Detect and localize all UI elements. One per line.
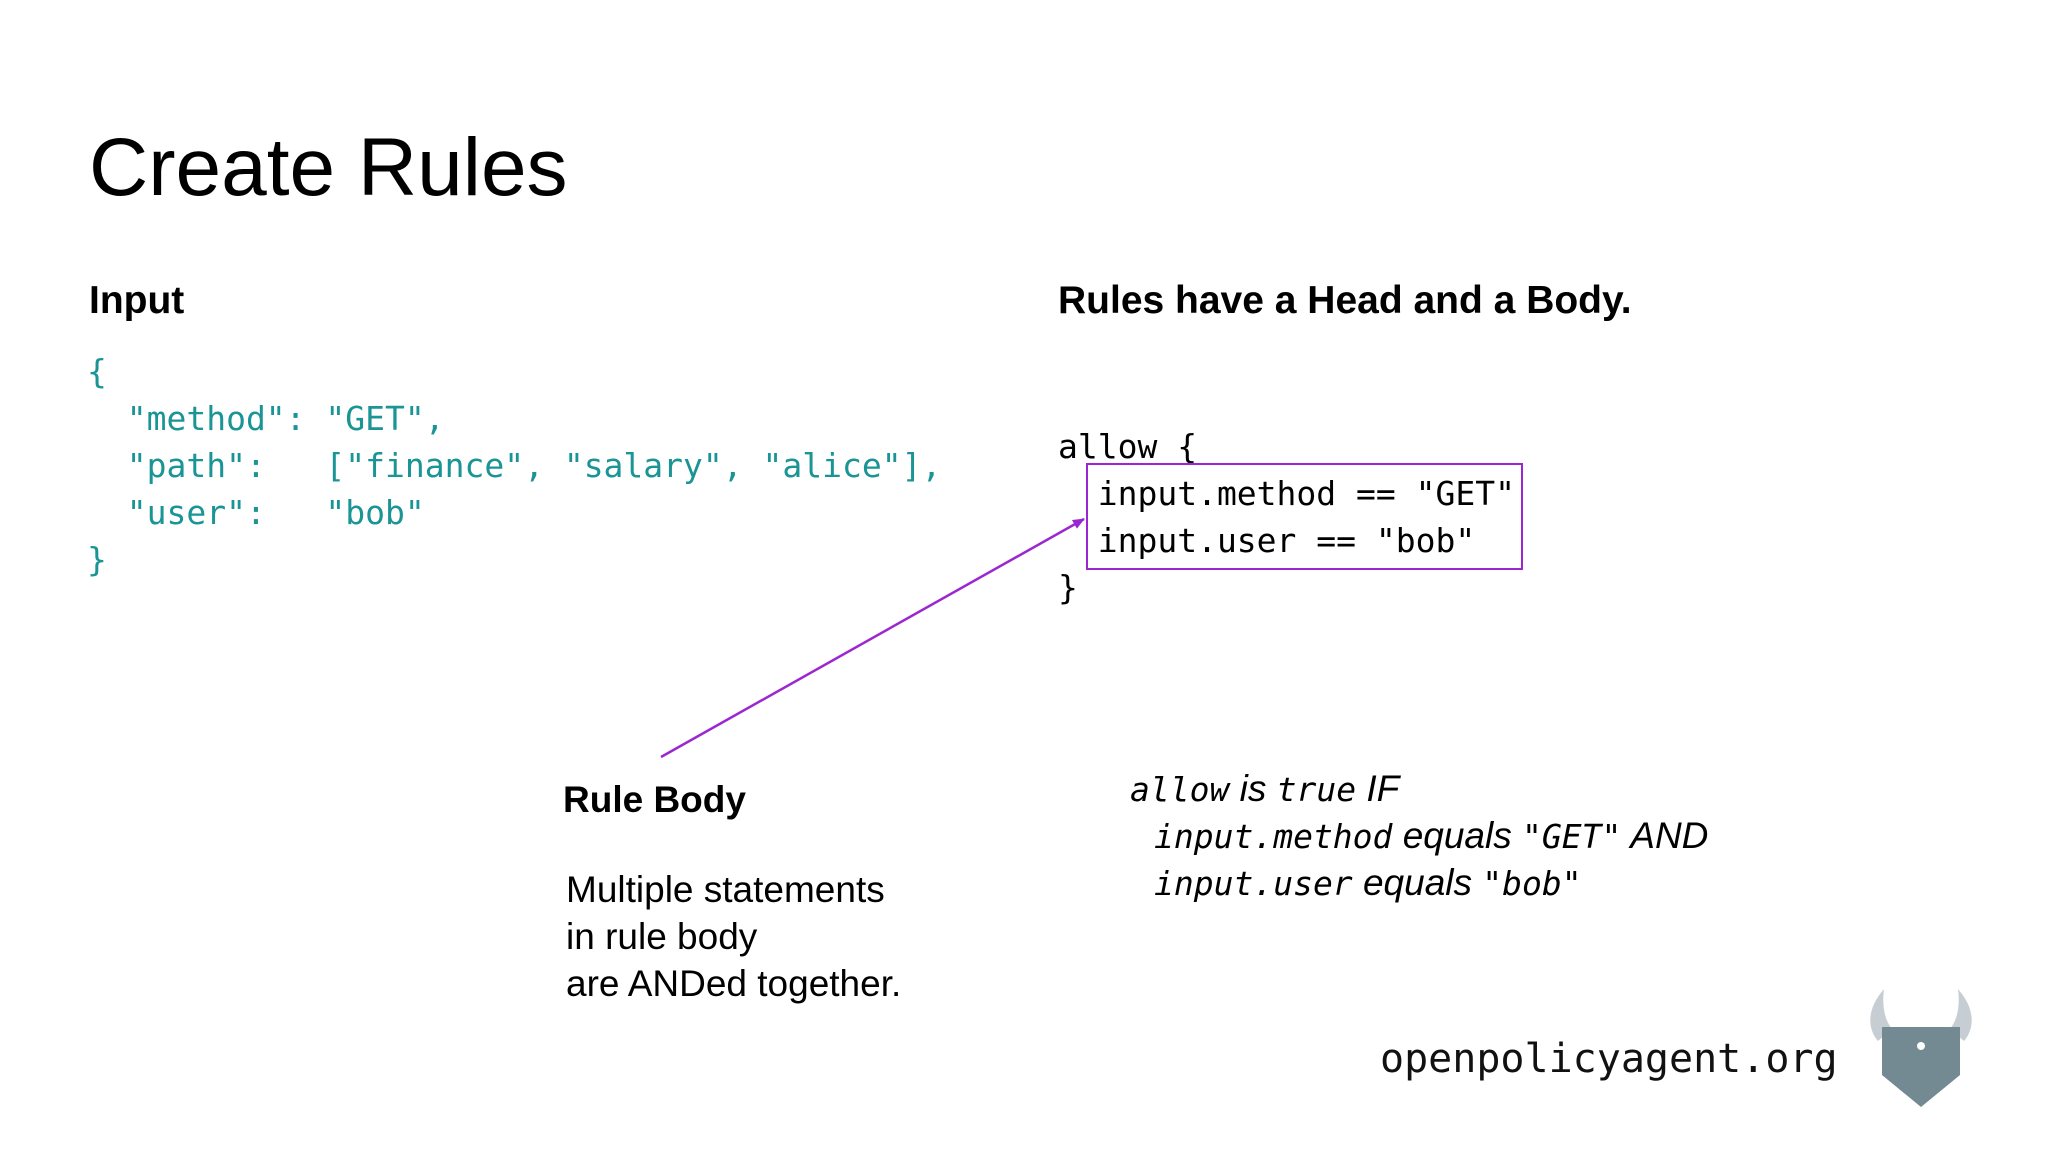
explanation-text: is xyxy=(1229,768,1277,809)
explanation-text: equals xyxy=(1352,862,1483,903)
explanation-text: IF xyxy=(1356,768,1400,809)
rule-body-line: input.user == "bob" xyxy=(1058,521,1476,560)
term-allow: allow xyxy=(1130,770,1230,809)
rules-heading: Rules have a Head and a Body. xyxy=(1058,279,1632,322)
term-input-method: input.method xyxy=(1154,817,1393,856)
json-line: { xyxy=(87,352,107,391)
input-heading: Input xyxy=(89,279,185,322)
term-bob: "bob" xyxy=(1482,864,1582,903)
explanation-line: allow is true IF xyxy=(1130,765,1708,812)
json-line: "user": "bob" xyxy=(87,493,425,532)
rule-body-heading: Rule Body xyxy=(563,779,746,820)
rule-body-line: input.method == "GET" xyxy=(1058,474,1515,513)
explanation-text: AND xyxy=(1621,815,1709,856)
explanation-line: input.method equals "GET" AND xyxy=(1130,812,1708,859)
json-line: "path": ["finance", "salary", "alice"], xyxy=(87,446,942,485)
rule-close-line: } xyxy=(1058,568,1078,607)
term-get: "GET" xyxy=(1522,817,1622,856)
website-url: openpolicyagent.org xyxy=(1380,1036,1838,1082)
rule-body-description: Multiple statements in rule body are AND… xyxy=(566,866,901,1007)
rule-explanation: allow is true IF input.method equals "GE… xyxy=(1130,765,1708,906)
explanation-line: input.user equals "bob" xyxy=(1130,859,1708,906)
description-line: in rule body xyxy=(566,916,758,957)
rule-code-block: allow { input.method == "GET" input.user… xyxy=(1058,423,1515,611)
opa-logo-icon xyxy=(1870,989,1972,1107)
json-line: "method": "GET", xyxy=(87,399,445,438)
description-line: are ANDed together. xyxy=(566,963,902,1004)
json-line: } xyxy=(87,540,107,579)
term-true: true xyxy=(1276,770,1357,809)
description-line: Multiple statements xyxy=(566,869,885,910)
input-json-block: { "method": "GET", "path": ["finance", "… xyxy=(87,348,941,583)
explanation-text: equals xyxy=(1392,815,1523,856)
rule-head-line: allow { xyxy=(1058,427,1198,466)
rule-body-highlight-box xyxy=(1086,463,1523,570)
slide-title: Create Rules xyxy=(89,122,568,213)
term-input-user: input.user xyxy=(1154,864,1353,903)
